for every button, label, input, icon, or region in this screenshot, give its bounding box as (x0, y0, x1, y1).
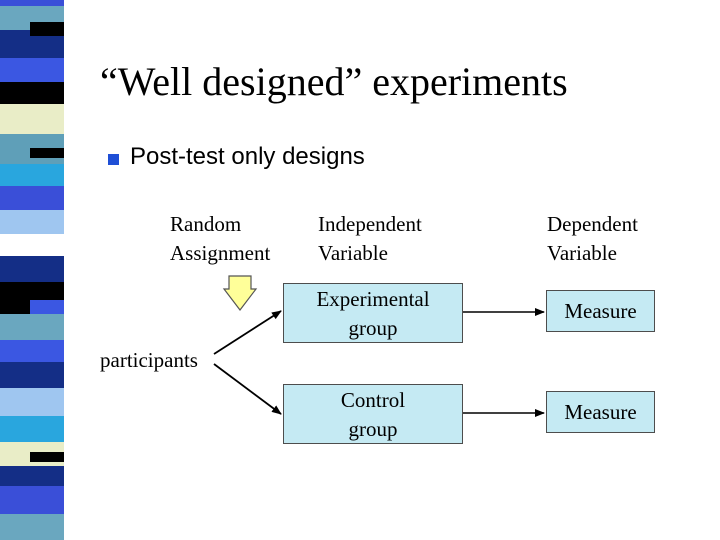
header-random-assignment: Random Assignment (170, 212, 271, 265)
participants-label: participants (100, 348, 198, 372)
measure-box-control: Measure (546, 391, 655, 433)
header-dependent-variable: Dependent Variable (547, 212, 638, 265)
control-group-box: Control group (283, 384, 463, 444)
square-bullet-icon (108, 154, 119, 165)
slide-title: “Well designed” experiments (100, 59, 568, 104)
experimental-group-box: Experimental group (283, 283, 463, 343)
down-arrow-icon (222, 275, 258, 311)
decorative-side-strip (0, 0, 64, 540)
arrow-participants-to-experimental (213, 310, 282, 355)
arrow-participants-to-control (213, 363, 282, 415)
measure-box-experimental: Measure (546, 290, 655, 332)
bullet-text: Post-test only designs (130, 143, 365, 170)
header-independent-variable: Independent Variable (318, 212, 422, 265)
